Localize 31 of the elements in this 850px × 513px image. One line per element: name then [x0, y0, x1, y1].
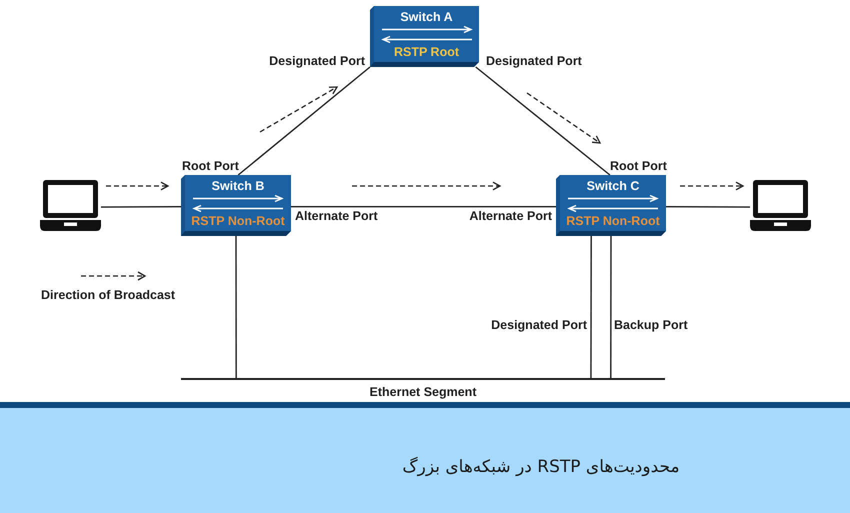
banner-title: محدودیت‌های RSTP در شبکه‌های بزرگ	[402, 456, 680, 479]
ethernet-segment	[181, 378, 665, 400]
port-label: Designated Port	[269, 54, 365, 68]
network-link	[238, 66, 370, 176]
laptop-icon	[40, 180, 101, 231]
network-link	[666, 206, 750, 208]
legend-label: Direction of Broadcast	[41, 288, 176, 302]
switch-name: Switch C	[586, 179, 640, 193]
port-label: Alternate Port	[295, 209, 378, 223]
switch-role: RSTP Non-Root	[191, 214, 285, 228]
segment-label: Ethernet Segment	[370, 385, 476, 399]
switch-name: Switch B	[212, 179, 264, 193]
network-link	[590, 236, 592, 378]
network-link	[291, 206, 556, 208]
port-label: Designated Port	[486, 54, 582, 68]
network-switch	[556, 175, 666, 236]
switch-name: Switch A	[400, 10, 453, 24]
network-link	[235, 236, 237, 378]
port-label: Alternate Port	[469, 209, 552, 223]
port-label: Root Port	[182, 159, 239, 173]
network-link	[610, 236, 612, 378]
network-switch	[181, 175, 291, 236]
port-label: Designated Port	[491, 318, 587, 332]
network-switch	[370, 6, 479, 67]
network-link	[475, 66, 610, 176]
port-label: Backup Port	[614, 318, 688, 332]
switch-role: RSTP Non-Root	[566, 214, 660, 228]
switch-role: RSTP Root	[394, 45, 460, 59]
network-link	[101, 206, 181, 208]
laptop-icon	[750, 180, 811, 231]
port-label: Root Port	[610, 159, 667, 173]
